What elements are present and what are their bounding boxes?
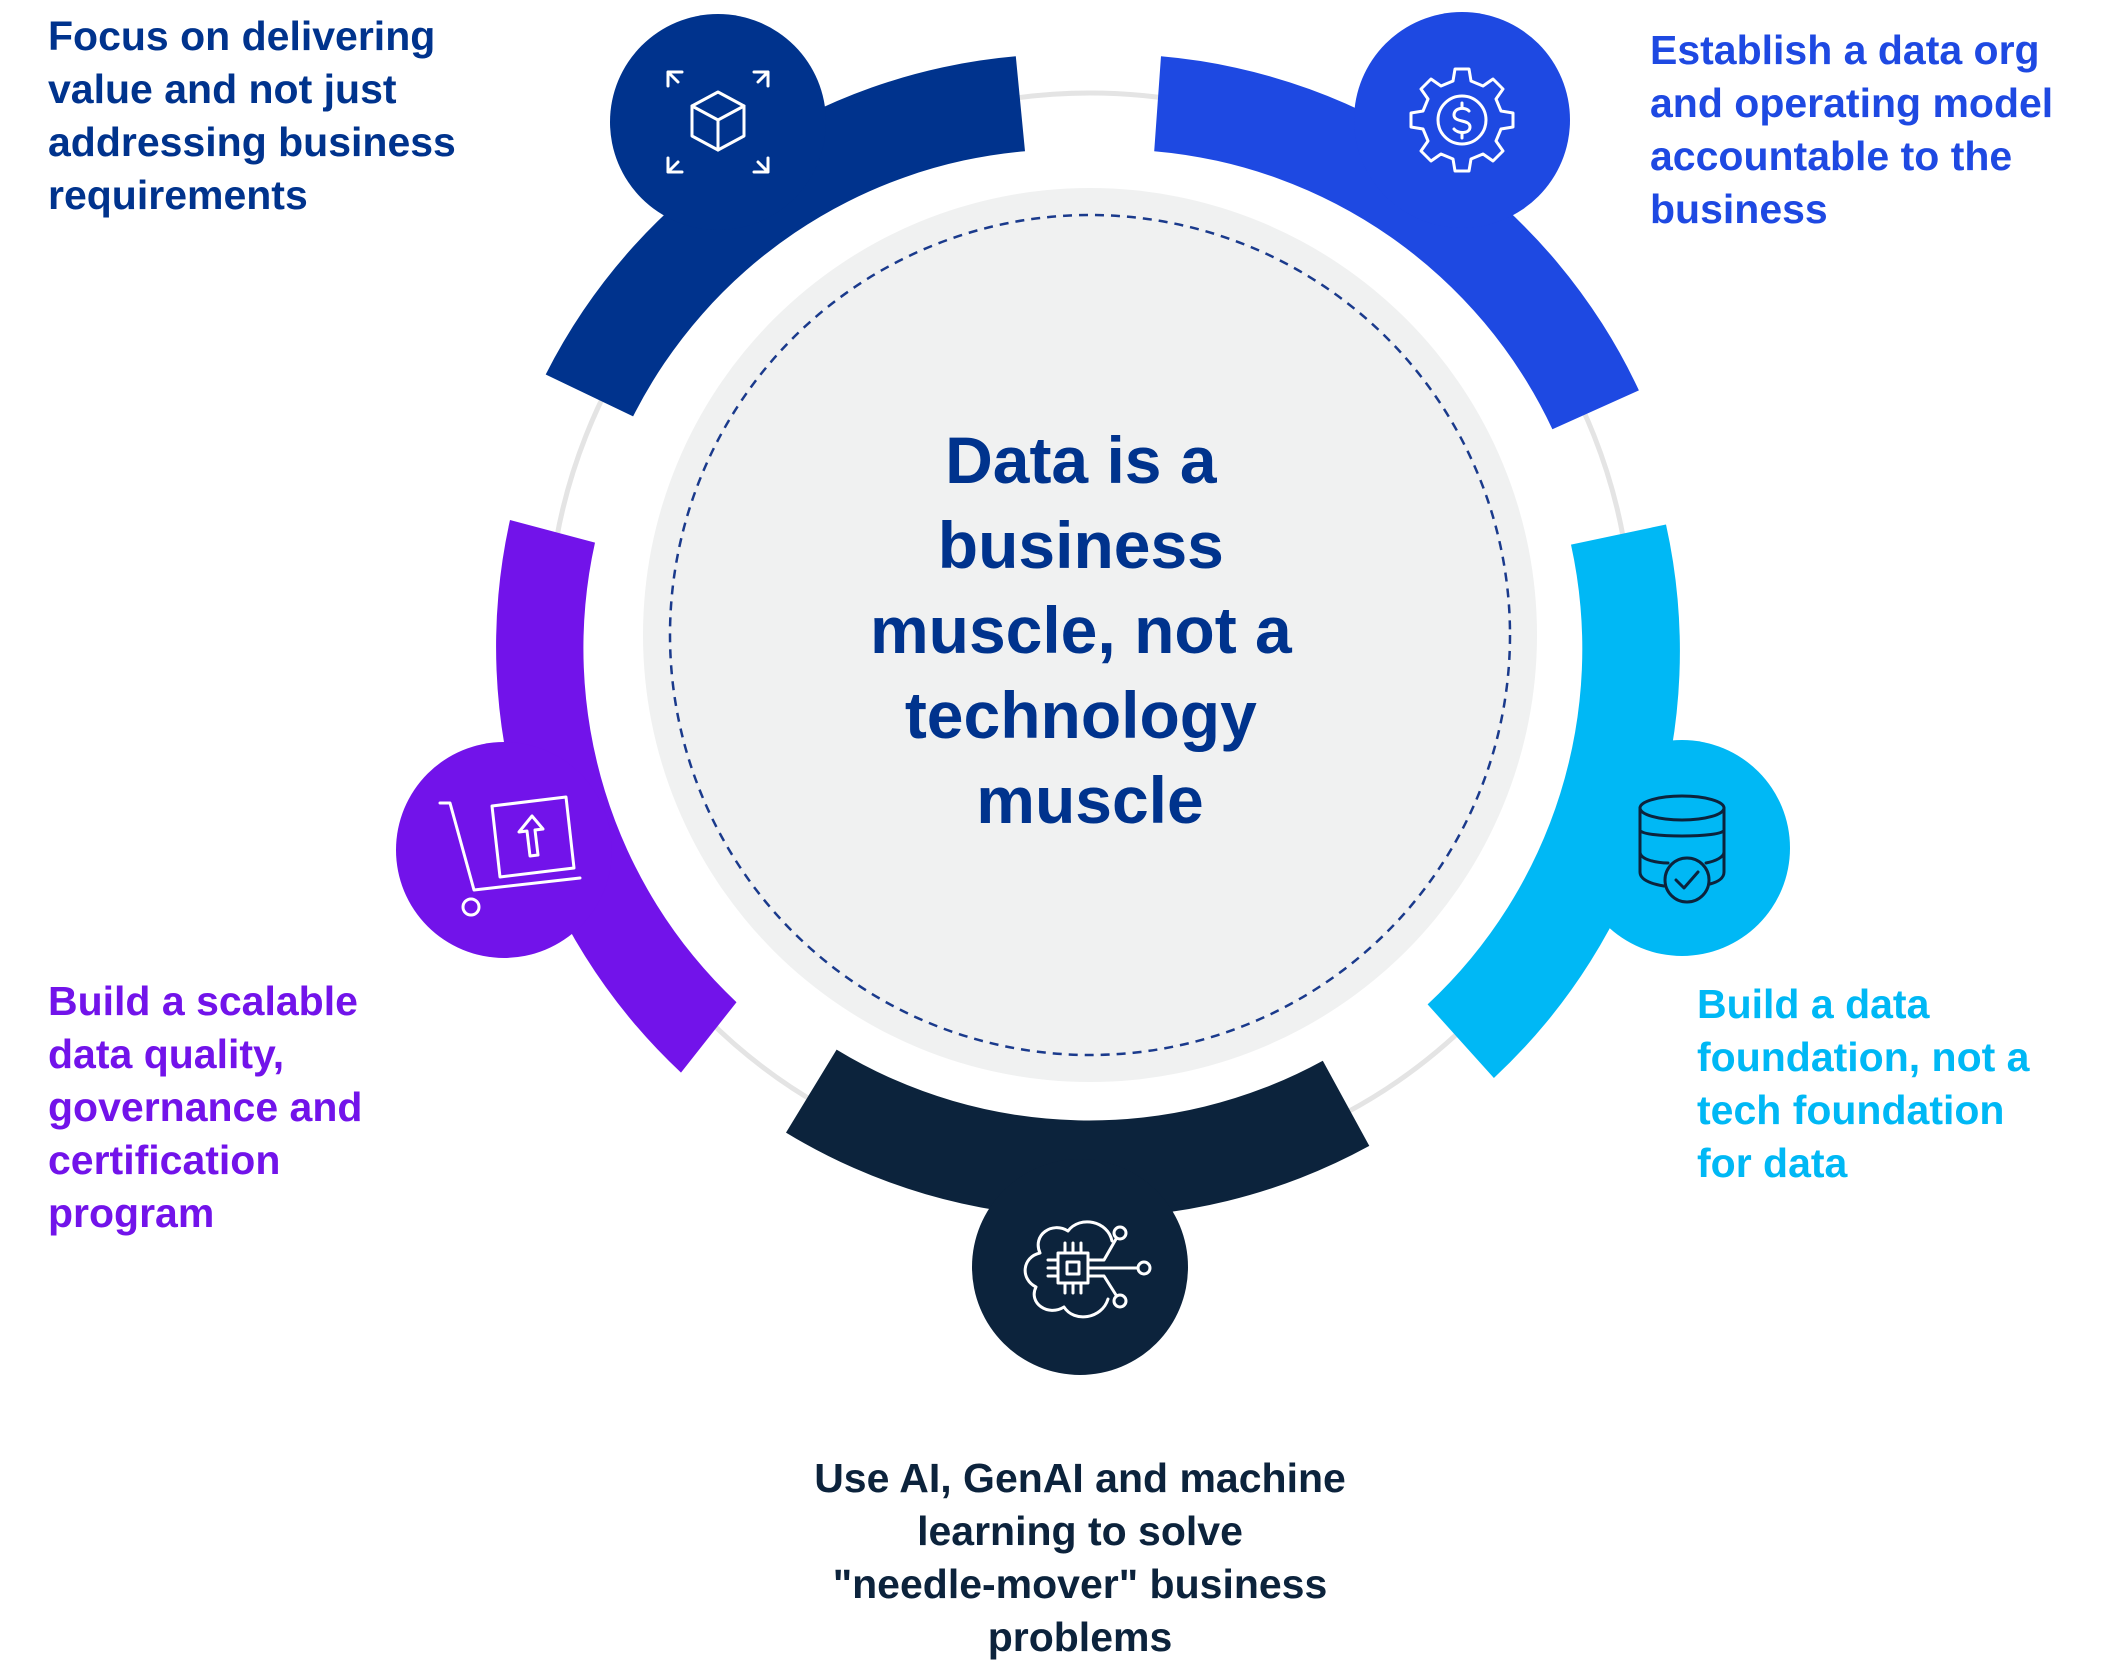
segment-org <box>1154 12 1639 430</box>
label-quality: Build a scalable data quality, governanc… <box>48 975 362 1240</box>
segment-foundation-badge <box>1574 740 1790 956</box>
segment-ai-arc <box>786 1049 1370 1218</box>
segment-value-arc <box>545 56 1025 417</box>
segment-foundation-arc <box>1427 524 1680 1078</box>
center-statement: Data is a business muscle, not a technol… <box>870 423 1310 837</box>
gear-dollar-icon <box>1409 67 1515 173</box>
label-ai-line: Use AI, GenAI and machine <box>814 1455 1346 1501</box>
database-check-icon <box>1638 794 1726 904</box>
label-quality-line: data quality, <box>48 1031 285 1077</box>
label-foundation: Build a data foundation, not a tech foun… <box>1697 978 2029 1190</box>
center-line: Data is a <box>945 423 1218 497</box>
cart-upload-icon <box>438 795 582 917</box>
label-ai-line: "needle-mover" business <box>832 1561 1328 1607</box>
label-quality-line: governance and <box>48 1084 363 1130</box>
label-foundation-line: tech foundation <box>1697 1087 2005 1133</box>
label-foundation-line: for data <box>1697 1140 1848 1186</box>
label-org-line: business <box>1650 186 1828 232</box>
label-quality-line: program <box>48 1190 215 1236</box>
center-line: technology <box>905 678 1257 752</box>
label-ai-line: problems <box>987 1614 1173 1660</box>
segment-org-arc <box>1154 56 1639 430</box>
label-quality-line: certification <box>48 1137 281 1183</box>
segment-quality-badge <box>396 742 612 958</box>
label-value-line: addressing business <box>48 119 456 165</box>
segment-foundation <box>1427 524 1790 1078</box>
expand-cube-icon <box>666 70 770 174</box>
center-dashed-ring <box>668 213 1512 1057</box>
label-ai-line: learning to solve <box>917 1508 1243 1554</box>
label-quality-line: Build a scalable <box>48 978 358 1024</box>
segment-value <box>545 14 1025 417</box>
ai-chip-cloud-icon <box>1023 1220 1152 1319</box>
label-foundation-line: Build a data <box>1697 981 1930 1027</box>
center-line: muscle <box>976 763 1203 837</box>
center-disc <box>643 188 1537 1082</box>
label-value-line: value and not just <box>48 66 397 112</box>
center-line: muscle, not a <box>870 593 1293 667</box>
label-org: Establish a data org and operating model… <box>1650 24 2053 236</box>
label-value-line: Focus on delivering <box>48 13 436 59</box>
segment-quality-arc <box>496 520 737 1073</box>
label-org-line: accountable to the <box>1650 133 2013 179</box>
label-org-line: Establish a data org <box>1650 27 2040 73</box>
center-line: business <box>938 508 1224 582</box>
label-org-line: and operating model <box>1650 80 2054 126</box>
label-ai: Use AI, GenAI and machine learning to so… <box>760 1452 1400 1664</box>
segment-ai <box>786 1049 1370 1375</box>
label-value: Focus on delivering value and not just a… <box>48 10 456 222</box>
label-value-line: requirements <box>48 172 308 218</box>
label-foundation-line: foundation, not a <box>1697 1034 2030 1080</box>
segment-quality <box>396 520 737 1073</box>
